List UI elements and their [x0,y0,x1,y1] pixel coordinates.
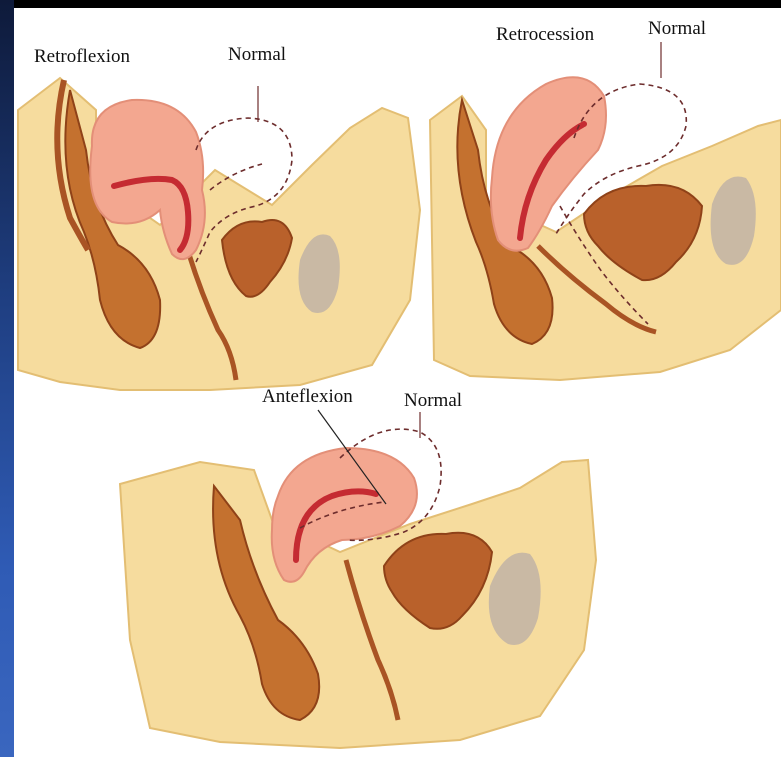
retroflexion-diagram: Retroflexion Normal [18,44,420,390]
retrocession-label: Retrocession [496,24,595,45]
anteflexion-label: Anteflexion [262,386,353,407]
normal-label-2: Normal [648,18,706,39]
normal-label-3: Normal [404,390,462,411]
retrocession-diagram: Retrocession Normal [430,18,781,380]
anteflexion-diagram: Anteflexion Normal [120,386,596,748]
retroflexion-label: Retroflexion [34,46,131,67]
normal-label-1: Normal [228,44,286,65]
